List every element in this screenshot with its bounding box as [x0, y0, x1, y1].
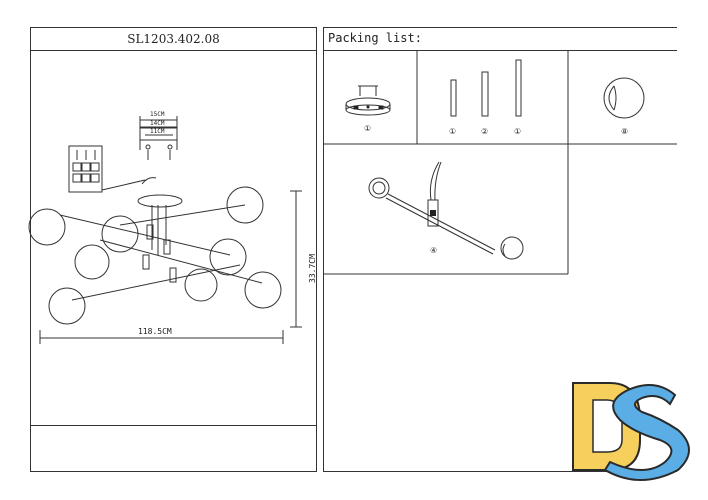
canopy-center-hole — [366, 105, 370, 109]
qty-rod-long: ① — [514, 127, 521, 136]
chandelier-drawing — [28, 177, 282, 325]
mount-dimension-diagram — [139, 116, 178, 160]
glass-globe-icon — [603, 77, 645, 119]
terminal-block-icon — [68, 145, 146, 193]
qty-canopy: ① — [364, 124, 371, 133]
qty-rod-medium: ② — [481, 127, 488, 136]
model-number: SL1203.402.08 — [127, 32, 220, 46]
dim-15cm: 15CM — [150, 111, 165, 118]
canopy-screw — [354, 106, 358, 109]
qty-glass-globe: ⑧ — [621, 127, 628, 136]
rod-long-icon — [515, 59, 522, 117]
rod-short-icon — [450, 79, 457, 117]
qty-rod-short: ① — [449, 127, 456, 136]
packing-list-title: Packing list: — [328, 31, 422, 45]
dim-14cm: 14CM — [150, 120, 165, 127]
qty-lamp-arm: ④ — [430, 246, 437, 255]
arm-socket — [430, 210, 436, 216]
dim-width: 118.5CM — [138, 327, 172, 336]
model-header-cell — [30, 27, 317, 51]
lamp-arm-icon — [368, 161, 524, 260]
overall-dimension-lines — [39, 190, 302, 344]
packing-header-cell — [323, 27, 677, 51]
dim-11cm: 11CM — [150, 128, 165, 135]
rod-medium-icon — [481, 71, 489, 117]
dim-height: 33.7CM — [308, 254, 317, 283]
canopy-screw — [379, 106, 383, 109]
left-footer-cell — [30, 425, 317, 472]
logo-letter-s — [603, 384, 690, 481]
